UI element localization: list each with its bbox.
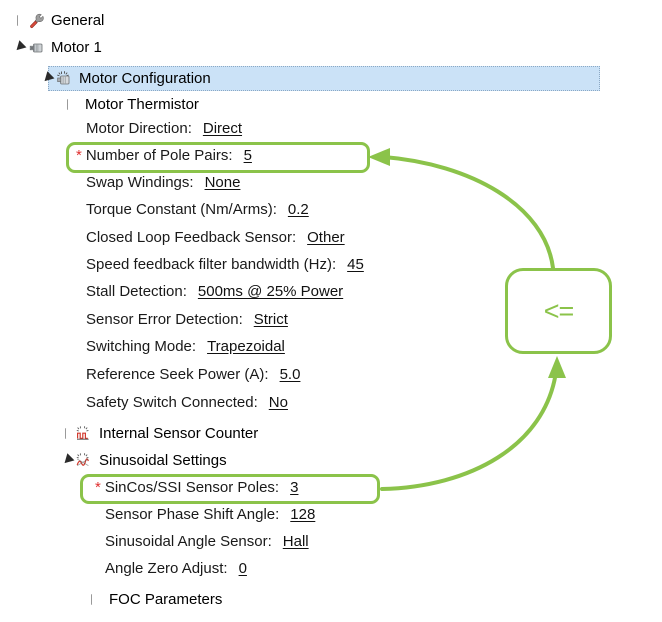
tree-node-sinusoidal-settings[interactable]: Sinusoidal Settings xyxy=(62,448,231,474)
comparison-callout-box: <= xyxy=(505,268,612,354)
tree-node-label: Sinusoidal Settings xyxy=(99,452,227,469)
property-label: Sinusoidal Angle Sensor: xyxy=(105,533,272,550)
callout-label: <= xyxy=(543,295,575,326)
property-angle-zero-adjust[interactable]: Angle Zero Adjust: 0 xyxy=(105,560,247,586)
property-label: Sensor Phase Shift Angle: xyxy=(105,506,280,523)
property-speed-feedback-filter-bandwidth[interactable]: Speed feedback filter bandwidth (Hz): 45 xyxy=(86,256,364,282)
property-safety-switch-connected[interactable]: Safety Switch Connected: No xyxy=(86,394,288,420)
property-label: Swap Windings: xyxy=(86,174,194,191)
property-sincos-ssi-sensor-poles[interactable]: * SinCos/SSI Sensor Poles: 3 xyxy=(95,479,298,505)
property-label: Number of Pole Pairs: xyxy=(85,147,233,164)
sincos-poles-highlight-box xyxy=(80,474,380,504)
wrench-tools-icon xyxy=(28,12,46,30)
arrow-to-pole-pairs-path xyxy=(382,155,555,270)
property-reference-seek-power[interactable]: Reference Seek Power (A): 5.0 xyxy=(86,366,300,392)
expander-triangle-icon[interactable] xyxy=(14,35,28,61)
property-value[interactable]: 5 xyxy=(243,147,252,164)
property-torque-constant[interactable]: Torque Constant (Nm/Arms): 0.2 xyxy=(86,201,309,227)
property-value[interactable]: Strict xyxy=(253,311,288,328)
property-value[interactable]: 128 xyxy=(290,506,316,523)
property-label: Angle Zero Adjust: xyxy=(105,560,228,577)
pole-pairs-highlight-box xyxy=(66,142,370,173)
property-number-of-pole-pairs[interactable]: * Number of Pole Pairs: 5 xyxy=(76,147,252,173)
property-value[interactable]: Direct xyxy=(202,120,243,137)
tree-node-motor-1[interactable]: Motor 1 xyxy=(14,35,106,61)
property-value[interactable]: Hall xyxy=(282,533,309,550)
property-value[interactable]: Other xyxy=(307,229,345,246)
expander-triangle-icon[interactable] xyxy=(64,92,78,118)
property-value[interactable]: 45 xyxy=(347,256,364,273)
property-value[interactable]: 0.2 xyxy=(287,201,309,218)
tree-node-label: Motor 1 xyxy=(51,39,102,56)
expander-triangle-icon[interactable] xyxy=(88,587,102,613)
property-sensor-error-detection[interactable]: Sensor Error Detection: Strict xyxy=(86,311,288,337)
property-label: Reference Seek Power (A): xyxy=(86,366,269,383)
property-label: Sensor Error Detection: xyxy=(86,311,243,328)
property-swap-windings[interactable]: Swap Windings: None xyxy=(86,174,240,200)
sine-waveform-icon xyxy=(76,452,94,470)
property-label: Torque Constant (Nm/Arms): xyxy=(86,201,277,218)
expander-triangle-icon[interactable] xyxy=(62,448,76,474)
motor-icon xyxy=(28,39,46,57)
tree-node-label: FOC Parameters xyxy=(109,591,223,608)
property-label: Closed Loop Feedback Sensor: xyxy=(86,229,297,246)
property-value[interactable]: No xyxy=(268,394,288,411)
required-asterisk-icon: * xyxy=(76,147,82,164)
property-value[interactable]: 3 xyxy=(290,479,299,496)
expander-triangle-icon[interactable] xyxy=(14,8,28,34)
property-label: Safety Switch Connected: xyxy=(86,394,258,411)
tree-node-label: General xyxy=(51,12,105,29)
tree-node-label: Internal Sensor Counter xyxy=(99,425,259,442)
arrow-to-callout-path xyxy=(380,370,558,491)
property-stall-detection[interactable]: Stall Detection: 500ms @ 25% Power xyxy=(86,283,343,309)
property-label: SinCos/SSI Sensor Poles: xyxy=(104,479,280,496)
property-sinusoidal-angle-sensor[interactable]: Sinusoidal Angle Sensor: Hall xyxy=(105,533,309,559)
tree-selection-highlight xyxy=(48,66,600,91)
tree-node-motor-thermistor[interactable]: Motor Thermistor xyxy=(64,92,203,118)
property-label: Stall Detection: xyxy=(86,283,187,300)
required-asterisk-icon: * xyxy=(95,479,101,496)
arrow-to-pole-pairs-head xyxy=(368,148,390,166)
property-label: Speed feedback filter bandwidth (Hz): xyxy=(86,256,337,273)
tree-node-general[interactable]: General xyxy=(14,8,108,34)
expander-triangle-icon[interactable] xyxy=(62,421,76,447)
property-switching-mode[interactable]: Switching Mode: Trapezoidal xyxy=(86,338,285,364)
tree-node-label: Motor Configuration xyxy=(79,70,211,87)
property-value[interactable]: 5.0 xyxy=(279,366,301,383)
property-value[interactable]: Trapezoidal xyxy=(207,338,285,355)
property-value[interactable]: 500ms @ 25% Power xyxy=(197,283,344,300)
property-sensor-phase-shift-angle[interactable]: Sensor Phase Shift Angle: 128 xyxy=(105,506,315,532)
expander-triangle-icon[interactable] xyxy=(42,66,56,92)
property-value[interactable]: None xyxy=(204,174,241,191)
tree-node-label: Motor Thermistor xyxy=(85,96,199,113)
property-motor-direction[interactable]: Motor Direction: Direct xyxy=(86,120,242,146)
pulse-waveform-icon xyxy=(76,425,94,443)
property-label: Switching Mode: xyxy=(86,338,197,355)
tree-node-motor-configuration[interactable]: Motor Configuration xyxy=(42,66,215,92)
tree-node-foc-parameters[interactable]: FOC Parameters xyxy=(88,587,226,613)
tree-node-internal-sensor-counter[interactable]: Internal Sensor Counter xyxy=(62,421,262,447)
property-label: Motor Direction: xyxy=(86,120,192,137)
motor-configuration-icon xyxy=(56,70,74,88)
arrow-to-callout-head xyxy=(548,356,566,378)
property-value[interactable]: 0 xyxy=(238,560,247,577)
property-closed-loop-feedback-sensor[interactable]: Closed Loop Feedback Sensor: Other xyxy=(86,229,345,255)
